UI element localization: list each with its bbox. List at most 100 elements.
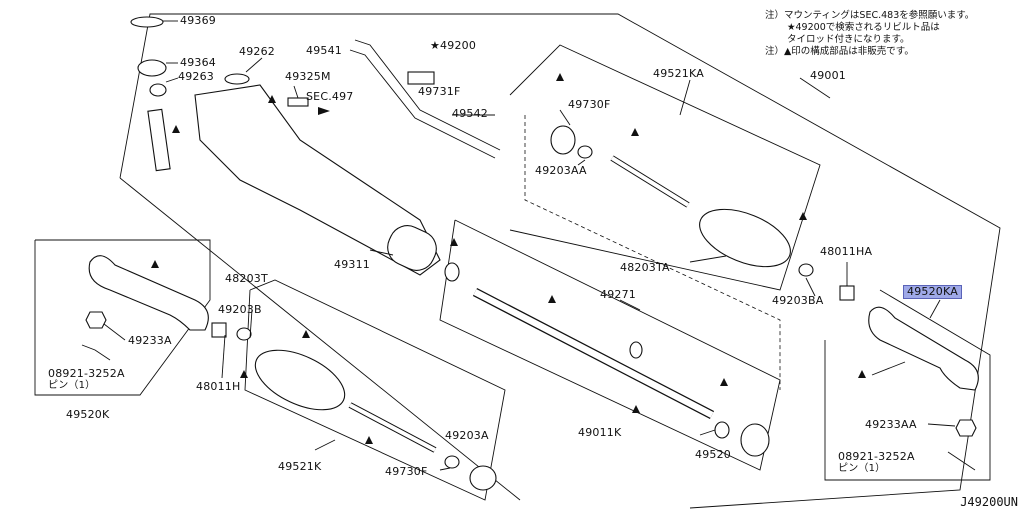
part-pin-left [81, 344, 111, 361]
part-49263-spring [149, 83, 167, 97]
non-sale-marker [556, 73, 564, 81]
leader [577, 159, 586, 166]
label-49203ba[interactable]: 49203BA [772, 294, 824, 307]
label-49203a[interactable]: 49203A [445, 429, 489, 442]
leader [799, 77, 831, 99]
part-49325m-bolt [287, 97, 309, 107]
leader [369, 249, 394, 256]
label-49369[interactable]: 49369 [180, 14, 216, 27]
non-sale-marker [632, 405, 640, 413]
part-rack-end-ring [714, 421, 730, 439]
part-49311-boot-housing [387, 225, 437, 271]
tierod-end-frame-left [34, 239, 211, 396]
part-pinion [147, 108, 171, 172]
part-48203t-boot [254, 349, 346, 411]
label-49271[interactable]: 49271 [600, 288, 636, 301]
label-49203aa[interactable]: 49203AA [535, 164, 587, 177]
part-48011h-nut [211, 322, 227, 338]
label-49541[interactable]: 49541 [306, 44, 342, 57]
non-sale-marker [799, 212, 807, 220]
part-49541-line2 [349, 49, 496, 159]
label-49200[interactable]: ★49200 [430, 39, 477, 52]
part-49364-seal [137, 59, 167, 77]
label-08921-right[interactable]: 08921-3252A [838, 450, 915, 463]
tierod-dashed-right [524, 115, 781, 390]
label-08921-left[interactable]: 08921-3252A [48, 367, 125, 380]
label-49311[interactable]: 49311 [334, 258, 370, 271]
tierod-frame-right [509, 44, 821, 291]
label-49521ka[interactable]: 49521KA [653, 67, 704, 80]
part-49730f-ring-top [550, 125, 576, 155]
leader [927, 423, 956, 427]
leader [293, 85, 299, 99]
leader [871, 361, 906, 376]
non-sale-marker [365, 436, 373, 444]
part-49233aa-nut [955, 419, 977, 437]
label-48203t[interactable]: 48203T [225, 272, 268, 285]
rack-frame [439, 219, 781, 471]
non-sale-marker [268, 95, 276, 103]
leader [679, 79, 691, 116]
label-49520[interactable]: 49520 [695, 448, 731, 461]
label-sec497[interactable]: SEC.497 [306, 90, 354, 103]
assembly-frame-lower [119, 177, 521, 501]
part-pin-right [947, 451, 976, 471]
part-49203aa [577, 145, 593, 159]
note-line-1: 注）マウンティングはSEC.483を参照願います。 [765, 10, 975, 21]
label-49011k[interactable]: 49011K [578, 426, 622, 439]
leader [559, 109, 571, 126]
note-line-2: ★49200で検索されるリビルト品は [787, 22, 940, 33]
label-49262[interactable]: 49262 [239, 45, 275, 58]
label-pin-right: ピン（1） [838, 463, 886, 474]
part-49520k-tierod-end [88, 255, 209, 331]
part-49520-boot [740, 423, 770, 457]
leader [245, 57, 263, 73]
part-49369-cap [130, 16, 164, 28]
part-48203ta-boot [699, 208, 791, 268]
label-pin-left: ピン（1） [48, 380, 96, 391]
part-49203b-clamp [236, 327, 252, 341]
non-sale-marker [720, 378, 728, 386]
non-sale-marker [240, 370, 248, 378]
label-49233a[interactable]: 49233A [128, 334, 172, 347]
label-49520ka-highlighted[interactable]: 49520KA [903, 285, 962, 299]
leader [929, 299, 941, 319]
tierod-end-frame-right [824, 289, 991, 481]
arrow-sec497 [318, 107, 330, 115]
part-49730f-ring-bot [469, 465, 497, 491]
label-49730f-bot[interactable]: 49730F [385, 465, 428, 478]
leader [439, 467, 451, 471]
assembly-frame [119, 13, 1001, 509]
label-49521k[interactable]: 49521K [278, 460, 322, 473]
non-sale-marker [631, 128, 639, 136]
label-48011h[interactable]: 48011H [196, 380, 241, 393]
label-49364[interactable]: 49364 [180, 56, 216, 69]
label-49520k[interactable]: 49520K [66, 408, 110, 421]
leader [249, 309, 253, 339]
label-49325m[interactable]: 49325M [285, 70, 331, 83]
note-line-4: 注）▲印の構成部品は非販売です。 [765, 46, 914, 57]
part-48011ha-nut [839, 285, 855, 301]
label-49263[interactable]: 49263 [178, 70, 214, 83]
non-sale-marker [151, 260, 159, 268]
leader [165, 77, 179, 83]
part-49203a [444, 455, 460, 469]
label-49233aa[interactable]: 49233AA [865, 418, 917, 431]
note-line-3: タイロッド付きになります。 [787, 34, 910, 45]
part-49520ka-tierod-end [868, 306, 979, 391]
label-49730f-top[interactable]: 49730F [568, 98, 611, 111]
leader [805, 277, 816, 297]
label-49731f[interactable]: 49731F [418, 85, 461, 98]
label-49542[interactable]: 49542 [452, 107, 488, 120]
non-sale-marker [302, 330, 310, 338]
non-sale-marker [858, 370, 866, 378]
label-49203b[interactable]: 49203B [218, 303, 262, 316]
label-49001[interactable]: 49001 [810, 69, 846, 82]
notes-block: 注）マウンティングはSEC.483を参照願います。 ★49200で検索されるリビ… [765, 10, 974, 58]
label-48011ha[interactable]: 48011HA [820, 245, 873, 258]
part-seal-ring [444, 262, 460, 282]
label-48203ta[interactable]: 48203TA [620, 261, 670, 274]
non-sale-marker [548, 295, 556, 303]
